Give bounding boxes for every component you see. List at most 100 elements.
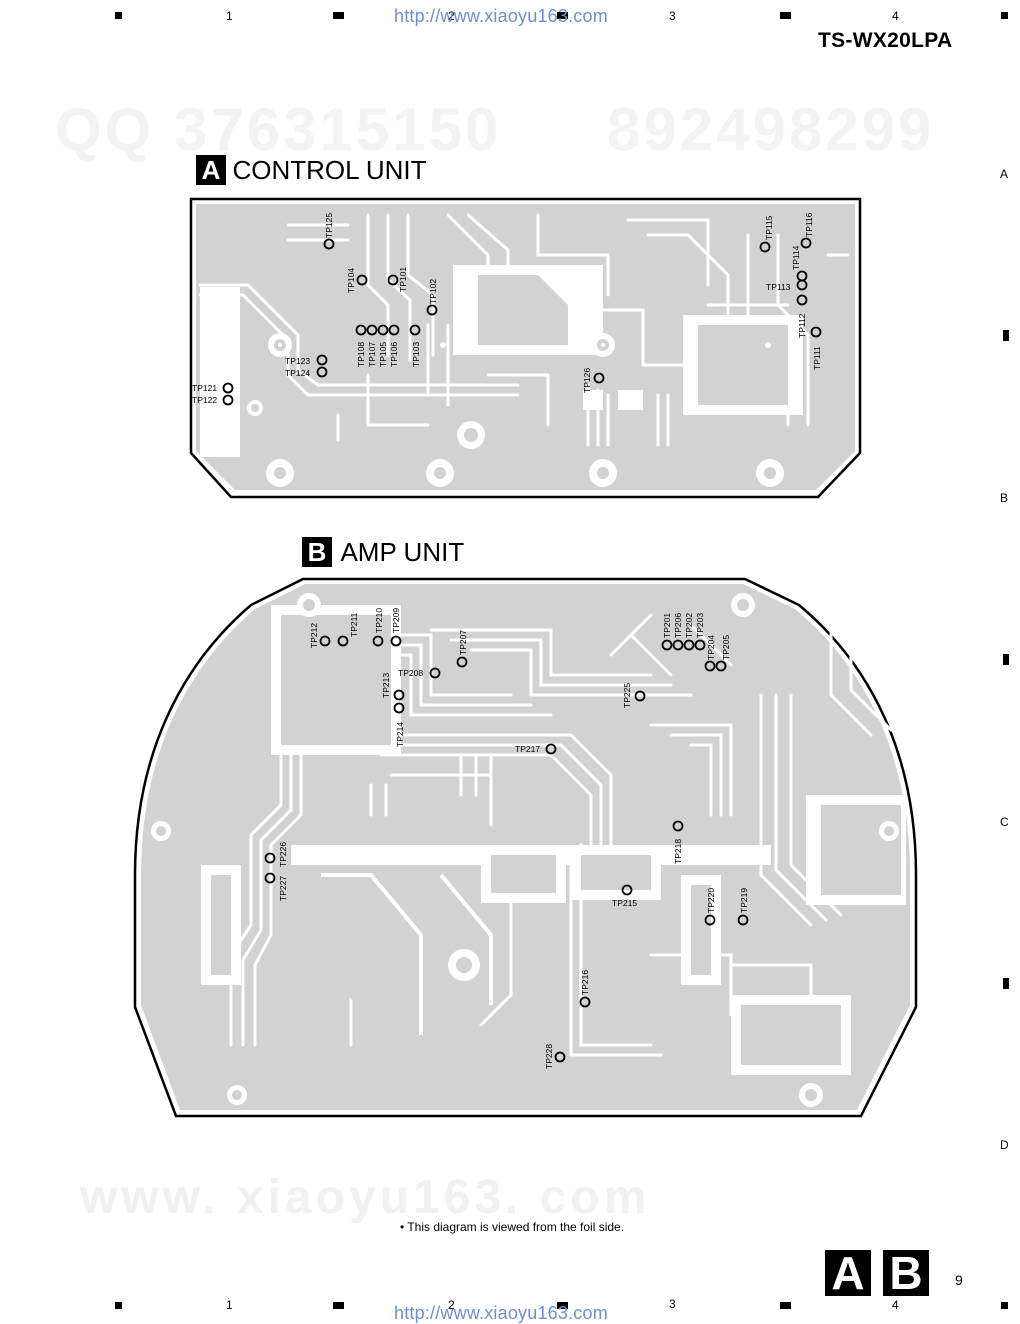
test-point: [390, 635, 402, 647]
tp-label: TP113: [766, 282, 791, 292]
test-point: [372, 635, 384, 647]
tp-label: TP219: [739, 888, 749, 913]
page-number: 9: [955, 1272, 963, 1288]
grid-number-1: 1: [226, 1298, 233, 1312]
footer-badge-a: A: [825, 1250, 871, 1296]
watermark-qq: QQ 376315150: [55, 96, 502, 163]
footer-url[interactable]: http://www.xiaoyu163.com: [394, 1303, 608, 1323]
amp-unit-pcb: TP212 TP211 TP210 TP209 TP207 TP208 TP21…: [133, 577, 918, 1118]
grid-number-4: 4: [892, 9, 899, 23]
tp-label: TP216: [580, 970, 590, 995]
test-point: [222, 382, 234, 394]
tp-label: TP103: [411, 342, 421, 367]
test-point: [393, 689, 405, 701]
test-point: [661, 639, 673, 651]
header-url[interactable]: http://www.xiaoyu163.com: [394, 6, 608, 26]
tp-label: TP220: [706, 888, 716, 913]
test-point: [554, 1051, 566, 1063]
test-point: [426, 304, 438, 316]
test-point: [683, 639, 695, 651]
test-point: [694, 639, 706, 651]
tp-label: TP115: [764, 215, 774, 240]
test-point: [377, 324, 389, 336]
test-point: [316, 354, 328, 366]
tp-label: TP218: [673, 839, 683, 864]
grid-marker: [557, 1302, 568, 1309]
section-b-title: AMP UNIT: [340, 537, 465, 567]
row-label-a: A: [1000, 167, 1009, 181]
foil-side-note: • This diagram is viewed from the foil s…: [400, 1220, 625, 1234]
grid-marker: [557, 12, 568, 19]
test-point: [222, 394, 234, 406]
tp-label: TP204: [706, 635, 716, 660]
grid-marker: [780, 1302, 791, 1309]
tp-label: TP213: [381, 673, 391, 698]
test-point: [621, 884, 633, 896]
test-point: [387, 274, 399, 286]
test-point: [393, 702, 405, 714]
tp-label: TP126: [582, 368, 592, 393]
tp-label: TP228: [544, 1044, 554, 1069]
test-point: [704, 914, 716, 926]
tp-label: TP114: [791, 245, 801, 270]
tp-label: TP123: [285, 356, 310, 366]
grid-number-3: 3: [669, 1297, 676, 1311]
grid-number-1: 1: [226, 9, 233, 23]
watermark-bottom: www. xiaoyu163. com: [80, 1171, 651, 1224]
test-point: [796, 279, 808, 291]
tp-label: TP107: [367, 342, 377, 367]
tp-label: TP210: [374, 608, 384, 633]
section-b-badge: B: [302, 537, 332, 567]
tp-label: TP206: [673, 613, 683, 638]
grid-marker: [115, 12, 122, 19]
test-point: [264, 852, 276, 864]
grid-number-3: 3: [669, 9, 676, 23]
tp-label: TP101: [398, 267, 408, 292]
section-a-title: CONTROL UNIT: [232, 155, 427, 185]
tp-label: TP111: [812, 346, 822, 370]
grid-marker: [780, 12, 791, 19]
tp-label: TP212: [309, 623, 319, 648]
tp-label: TP217: [515, 744, 540, 754]
test-point: [634, 690, 646, 702]
grid-marker: [1001, 12, 1008, 19]
tp-label: TP121: [192, 383, 217, 393]
grid-number-2: 2: [448, 1298, 455, 1312]
test-point: [429, 667, 441, 679]
tp-label: TP106: [389, 342, 399, 367]
test-point: [810, 326, 822, 338]
row-label-c: C: [1000, 815, 1009, 829]
test-point: [704, 660, 716, 672]
test-point: [672, 639, 684, 651]
tp-label: TP205: [721, 635, 731, 660]
row-marker: [1003, 978, 1009, 989]
grid-marker: [333, 12, 344, 19]
tp-label: TP214: [395, 722, 405, 747]
tp-label: TP108: [356, 342, 366, 367]
tp-label: TP125: [324, 213, 334, 238]
tp-label: TP227: [278, 876, 288, 901]
test-point: [356, 274, 368, 286]
grid-marker: [115, 1302, 122, 1309]
section-a-badge: A: [196, 155, 226, 185]
grid-marker: [1001, 1302, 1008, 1309]
test-point: [409, 324, 421, 336]
tp-label: TP215: [612, 898, 637, 908]
control-unit-pcb: TP125 TP104 TP101 TP102 TP108 TP107 TP10…: [189, 197, 862, 499]
tp-label: TP124: [285, 368, 310, 378]
test-point: [759, 241, 771, 253]
tp-label: TP122: [192, 395, 217, 405]
tp-label: TP104: [346, 268, 356, 293]
test-point: [337, 635, 349, 647]
row-label-b: B: [1000, 491, 1009, 505]
test-point: [316, 366, 328, 378]
tp-label: TP112: [797, 313, 807, 338]
test-point: [366, 324, 378, 336]
test-point: [715, 660, 727, 672]
tp-label: TP211: [349, 612, 359, 637]
tp-label: TP207: [458, 630, 468, 655]
row-marker: [1003, 654, 1009, 665]
test-point: [579, 996, 591, 1008]
tp-label: TP225: [622, 683, 632, 708]
model-number: TS-WX20LPA: [818, 29, 953, 52]
